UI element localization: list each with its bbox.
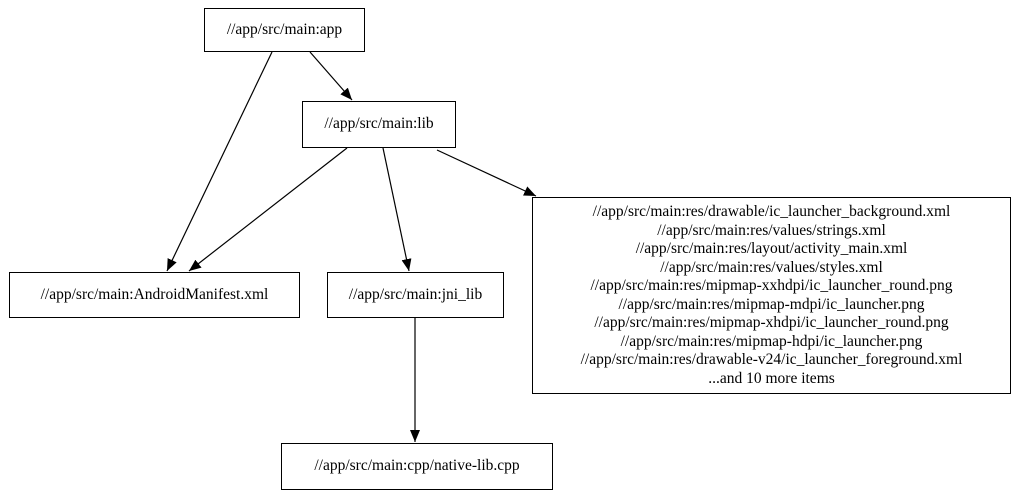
res-group-line: //app/src/main:res/drawable-v24/ic_launc… [580, 351, 963, 368]
res-group-line: //app/src/main:res/values/strings.xml [657, 221, 886, 239]
res-group-line: //app/src/main:res/mipmap-xhdpi/ic_launc… [594, 314, 949, 331]
node-app: //app/src/main:app [204, 8, 365, 52]
node-lib-label: //app/src/main:lib [324, 115, 434, 133]
edge-app-to-manifest [166, 51, 273, 272]
edge-lib-to-jni-lib [382, 147, 412, 272]
node-res-group: //app/src/main:res/drawable/ic_launcher_… [532, 197, 1011, 394]
res-group-line: //app/src/main:res/mipmap-mdpi/ic_launch… [618, 295, 925, 313]
edge-app-to-lib [309, 51, 353, 101]
res-group-more-items: ...and 10 more items [708, 369, 835, 387]
res-group-line: //app/src/main:res/drawable/ic_launcher_… [592, 203, 951, 220]
res-group-line: //app/src/main:res/layout/activity_main.… [635, 240, 908, 257]
node-lib: //app/src/main:lib [302, 101, 456, 148]
node-jni-lib-label: //app/src/main:jni_lib [348, 285, 483, 303]
edge-lib-to-res-group [436, 149, 537, 197]
node-android-manifest: //app/src/main:AndroidManifest.xml [9, 272, 300, 318]
node-native-lib-cpp-label: //app/src/main:cpp/native-lib.cpp [314, 457, 520, 475]
node-native-lib-cpp: //app/src/main:cpp/native-lib.cpp [281, 443, 553, 490]
node-app-label: //app/src/main:app [226, 20, 343, 38]
res-group-line: //app/src/main:res/values/styles.xml [660, 258, 883, 276]
res-group-line: //app/src/main:res/mipmap-hdpi/ic_launch… [620, 332, 923, 350]
node-jni-lib: //app/src/main:jni_lib [327, 272, 504, 318]
edge-lib-to-manifest [188, 147, 348, 272]
node-android-manifest-label: //app/src/main:AndroidManifest.xml [40, 285, 269, 303]
res-group-line: //app/src/main:res/mipmap-xxhdpi/ic_laun… [590, 277, 953, 294]
